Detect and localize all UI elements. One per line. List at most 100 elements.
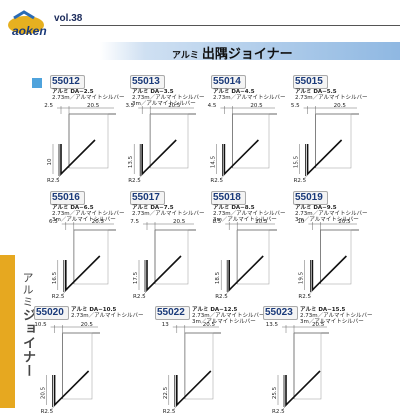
product-spec-line: 2.73m／アルマイトシルバー	[213, 211, 286, 217]
product-name: アルミ DA−5.5	[295, 89, 337, 95]
radius-leader	[303, 172, 310, 180]
product-spec-line: 2.73m／アルマイトシルバー	[52, 211, 125, 217]
dim-top-right: 20.5	[338, 219, 351, 225]
radius-leader	[142, 288, 150, 296]
product-spec-line: 2.73m／アルマイトシルバー	[295, 211, 368, 217]
product-name: アルミ DA−15.5	[300, 307, 346, 313]
dim-side: 10	[47, 158, 53, 165]
brand-text: aoken	[12, 24, 47, 38]
code-frame	[293, 191, 328, 205]
page-title-prefix: アルミ	[172, 51, 199, 61]
material-outline	[232, 113, 270, 169]
radius-leader	[308, 288, 315, 296]
dim-top-left: 4.5	[208, 103, 217, 109]
material-outline	[320, 229, 352, 285]
code-frame	[34, 306, 69, 320]
dim-radius: R2.5	[133, 294, 146, 300]
material-outline	[236, 229, 270, 285]
product-name: アルミ DA−7.5	[132, 205, 174, 211]
product-code: 55023	[265, 307, 293, 318]
material-outline	[68, 113, 109, 169]
dim-top-left: 3.5	[125, 103, 134, 109]
dim-top-left: 6.5	[49, 219, 58, 225]
radius-leader	[172, 403, 179, 411]
code-frame	[293, 75, 328, 89]
code-frame	[155, 306, 190, 320]
code-frame	[130, 191, 165, 205]
product-spec-line: 3m／アルマイトシルバー	[132, 101, 196, 107]
side-label-prefix: アルミ	[21, 272, 34, 308]
dim-top-right: 20.5	[168, 103, 181, 109]
product-code: 55015	[295, 76, 323, 87]
dim-top-right: 20.5	[173, 219, 186, 225]
product-spec-line: 2.73m／アルマイトシルバー	[300, 313, 373, 319]
dim-top-left: 13.5	[266, 322, 279, 328]
dim-side: 19.5	[298, 271, 304, 284]
material-outline	[62, 332, 93, 400]
page-title: アルミ出隅ジョイナー	[172, 43, 293, 62]
product-name: アルミ DA−2.5	[52, 89, 94, 95]
side-tab	[0, 255, 15, 408]
radius-leader	[138, 172, 145, 180]
side-label-main: ジョイナー	[20, 308, 35, 378]
dim-radius: R2.5	[272, 409, 285, 415]
product-code: 55019	[295, 192, 323, 203]
material-outline	[149, 113, 189, 169]
dim-side: 15.5	[294, 155, 300, 168]
joiner-profile	[228, 255, 264, 292]
product-code: 55014	[213, 76, 241, 87]
aoken-logo: aoken	[8, 10, 47, 38]
code-frame	[50, 191, 85, 205]
material-outline	[184, 332, 214, 400]
material-outline	[315, 113, 352, 169]
radius-leader	[225, 288, 232, 296]
code-frame	[211, 191, 246, 205]
joiner-profile	[65, 255, 101, 292]
product-code: 55012	[52, 76, 80, 87]
product-name: アルミ DA−6.5	[52, 205, 94, 211]
dim-top-right: 20.5	[312, 322, 325, 328]
joiner-profile	[141, 139, 177, 176]
header-rule	[60, 25, 400, 26]
dim-top-left: 2.5	[44, 103, 53, 109]
product-code: 55017	[132, 192, 160, 203]
product-spec-line: 3m／アルマイトシルバー	[192, 319, 256, 325]
product-code: 55016	[52, 192, 80, 203]
product-spec-line: 2.73m／アルマイトシルバー	[132, 95, 205, 101]
code-frame	[50, 75, 85, 89]
joiner-profile	[306, 139, 343, 176]
product-code: 55013	[132, 76, 160, 87]
dim-radius: R2.5	[215, 294, 228, 300]
product-spec-line: 3m／アルマイトシルバー	[52, 217, 116, 223]
dim-top-right: 20.5	[250, 103, 263, 109]
dim-top-right: 20.5	[92, 219, 105, 225]
material-outline	[293, 332, 322, 400]
dim-side: 14.5	[210, 155, 216, 168]
joiner-profile	[146, 255, 182, 292]
dim-side: 17.5	[133, 271, 139, 284]
code-frame	[130, 75, 165, 89]
dim-radius: R2.5	[41, 409, 54, 415]
joiner-profile	[285, 370, 321, 407]
dim-top-left: 10	[297, 219, 304, 225]
product-code: 55020	[36, 307, 64, 318]
radius-leader	[281, 403, 289, 411]
side-label: アルミジョイナー	[18, 272, 37, 378]
